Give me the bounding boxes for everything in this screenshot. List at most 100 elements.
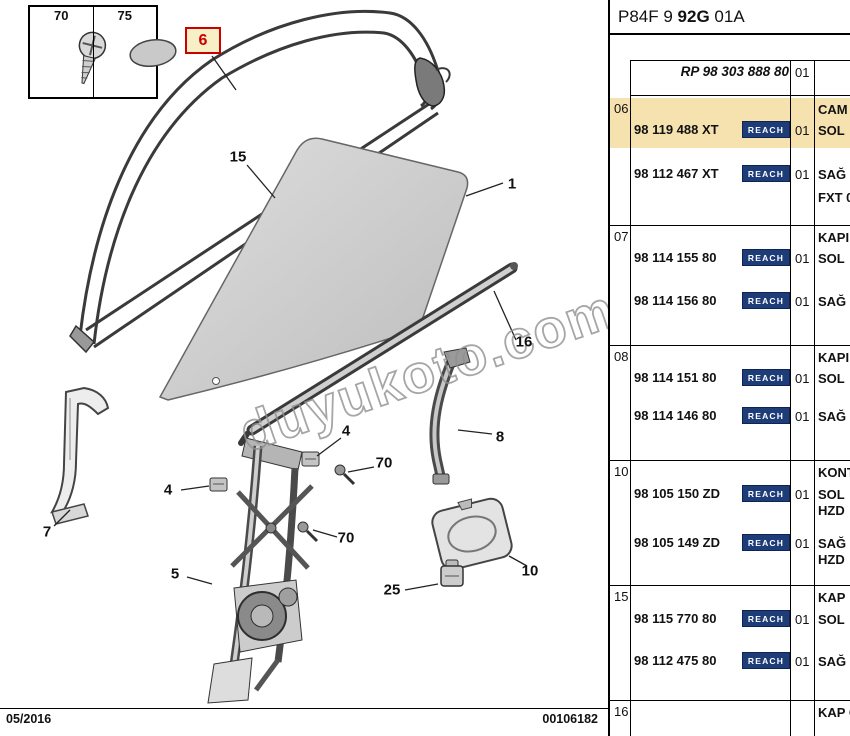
fastener-inset-box: 70 bbox=[28, 5, 177, 99]
callout-70a: 70 bbox=[375, 454, 393, 472]
reach-badge[interactable]: REACH bbox=[742, 369, 790, 386]
reach-badge[interactable]: REACH bbox=[742, 121, 790, 138]
header-prefix: P84F 9 bbox=[618, 7, 678, 26]
reach-badge[interactable]: REACH bbox=[742, 165, 790, 182]
group-id: 06 bbox=[614, 101, 629, 116]
parts-table: P84F 9 92G 01A RP 98 303 888 80 01 06 98… bbox=[608, 0, 850, 736]
part-desc: SOL bbox=[818, 251, 845, 266]
screw-70 bbox=[297, 464, 356, 543]
group-id: 15 bbox=[614, 589, 629, 604]
part-desc: SAĞ bbox=[818, 167, 847, 182]
reach-badge[interactable]: REACH bbox=[742, 652, 790, 669]
clip-4 bbox=[209, 451, 320, 492]
part-qty: 01 bbox=[795, 294, 810, 309]
part-desc: SOL bbox=[818, 371, 845, 386]
part-desc: HZD bbox=[818, 503, 845, 518]
part-number: 98 105 149 ZD bbox=[634, 535, 721, 550]
footer-date: 05/2016 bbox=[6, 712, 52, 726]
highlighted-item-tag: 6 bbox=[185, 27, 221, 54]
front-bracket bbox=[50, 386, 110, 525]
callout-15: 15 bbox=[229, 148, 247, 166]
part-qty: 01 bbox=[795, 612, 810, 627]
reach-badge[interactable]: REACH bbox=[742, 249, 790, 266]
callout-5: 5 bbox=[170, 565, 180, 583]
part-desc: SAĞ bbox=[818, 654, 847, 669]
rear-guide-rail bbox=[429, 347, 471, 485]
part-desc: KAP bbox=[818, 590, 846, 605]
reach-badge[interactable]: REACH bbox=[742, 292, 790, 309]
leader-lines bbox=[53, 55, 528, 591]
diagram-art: duyukoto.com bbox=[50, 9, 608, 704]
header-code: 92G bbox=[677, 7, 710, 26]
exploded-diagram: duyukoto.com 70 bbox=[0, 5, 608, 726]
part-desc: CAM bbox=[818, 102, 848, 117]
table-header: P84F 9 92G 01A bbox=[618, 7, 745, 27]
part-desc: FXT 01 bbox=[818, 190, 850, 205]
callout-4a: 4 bbox=[341, 422, 351, 440]
part-number: 98 114 156 80 bbox=[634, 293, 717, 308]
reach-badge[interactable]: REACH bbox=[742, 485, 790, 502]
group-id: 16 bbox=[614, 704, 629, 719]
inset-clip-label: 75 bbox=[117, 8, 132, 23]
window-frame bbox=[69, 9, 451, 354]
group-id: 08 bbox=[614, 349, 629, 364]
part-qty: 01 bbox=[795, 654, 810, 669]
glass-run-strip bbox=[238, 262, 518, 446]
part-desc: SAĞ bbox=[818, 409, 847, 424]
grid-column-line bbox=[630, 60, 631, 736]
inset-cell-clip: 75 bbox=[92, 7, 177, 97]
clip-25 bbox=[440, 559, 464, 587]
part-number: 98 114 155 80 bbox=[634, 250, 717, 265]
reach-badge[interactable]: REACH bbox=[742, 407, 790, 424]
callout-8: 8 bbox=[495, 428, 505, 446]
part-desc: HZD bbox=[818, 552, 845, 567]
grid-line bbox=[610, 345, 850, 346]
part-number: 98 112 475 80 bbox=[634, 653, 717, 668]
inset-cell-screw: 70 bbox=[30, 7, 107, 97]
rp-qty: 01 bbox=[795, 65, 810, 80]
module-bracket bbox=[431, 497, 513, 571]
callout-7: 7 bbox=[42, 523, 52, 541]
group-id: 10 bbox=[614, 464, 629, 479]
inset-screw-label: 70 bbox=[54, 8, 69, 23]
glass-pane bbox=[158, 137, 469, 401]
part-qty: 01 bbox=[795, 487, 810, 502]
part-qty: 01 bbox=[795, 409, 810, 424]
reach-badge[interactable]: REACH bbox=[742, 610, 790, 627]
header-suffix: 01A bbox=[709, 7, 745, 26]
grid-line bbox=[610, 700, 850, 701]
part-desc: SAĞ bbox=[818, 294, 847, 309]
group-id: 07 bbox=[614, 229, 629, 244]
part-desc: SOL bbox=[818, 123, 845, 138]
diagram-footer-divider bbox=[0, 708, 608, 709]
callout-16: 16 bbox=[515, 333, 533, 351]
part-number: 98 112 467 XT bbox=[634, 166, 719, 181]
part-number: 98 105 150 ZD bbox=[634, 486, 721, 501]
grid-line bbox=[610, 460, 850, 461]
grid-line bbox=[610, 225, 850, 226]
callout-25: 25 bbox=[383, 581, 401, 599]
rp-reference-number: RP 98 303 888 80 bbox=[680, 64, 789, 79]
grid-column-line bbox=[814, 60, 815, 736]
reach-badge[interactable]: REACH bbox=[742, 534, 790, 551]
window-regulator bbox=[207, 437, 314, 704]
part-number: 98 119 488 XT bbox=[634, 122, 719, 137]
part-desc: KAPI bbox=[818, 230, 850, 245]
part-qty: 01 bbox=[795, 371, 810, 386]
part-desc: KONT bbox=[818, 465, 850, 480]
part-qty: 01 bbox=[795, 167, 810, 182]
footer-doc-number: 00106182 bbox=[542, 712, 598, 726]
grid-line bbox=[630, 95, 850, 96]
part-qty: 01 bbox=[795, 123, 810, 138]
callout-4b: 4 bbox=[163, 481, 173, 499]
header-underline bbox=[610, 33, 850, 35]
part-qty: 01 bbox=[795, 536, 810, 551]
part-desc: SOL bbox=[818, 612, 845, 627]
part-qty: 01 bbox=[795, 251, 810, 266]
part-desc: SOL bbox=[818, 487, 845, 502]
part-number: 98 114 146 80 bbox=[634, 408, 717, 423]
part-number: 98 115 770 80 bbox=[634, 611, 717, 626]
grid-column-line bbox=[790, 60, 791, 736]
callout-70b: 70 bbox=[337, 529, 355, 547]
